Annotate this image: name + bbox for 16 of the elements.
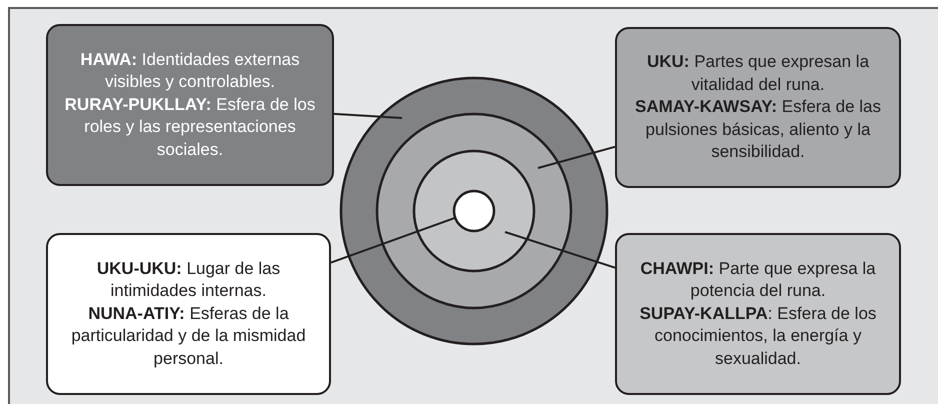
description-text: RURAY-PUKLLAY: Esfera de los roles y las representaciones sociales. (64, 94, 316, 161)
text-box (615, 27, 901, 188)
leader-line (334, 112, 402, 119)
description-text: NUNA-ATIY: Esferas de la particularidad y de la mismidad personal. (70, 302, 307, 370)
text-box (46, 233, 331, 395)
description-text: CHAWPI: Parte que expresa la potencia del runa. (639, 258, 877, 302)
leader-line (538, 146, 616, 169)
center-circle (452, 190, 496, 232)
description-text: SUPAY-KALLPA: Esfera de los conocimientos, la energía y sexualidad. (638, 302, 878, 370)
description-text: UKU-UKU: Lugar de las intimidades internas. (96, 258, 282, 302)
description-text: UKU: Partes que expresan la vitalidad del runa. (646, 51, 870, 96)
text-box (46, 24, 334, 186)
description-text: HAWA: Identidades externas visibles y controlables. (79, 48, 301, 94)
leader-line (330, 216, 456, 264)
description-text: SAMAY-KAWSAY: Esfera de las pulsiones básicas, aliento y la sensibilidad. (634, 96, 882, 164)
text-box (615, 233, 901, 395)
